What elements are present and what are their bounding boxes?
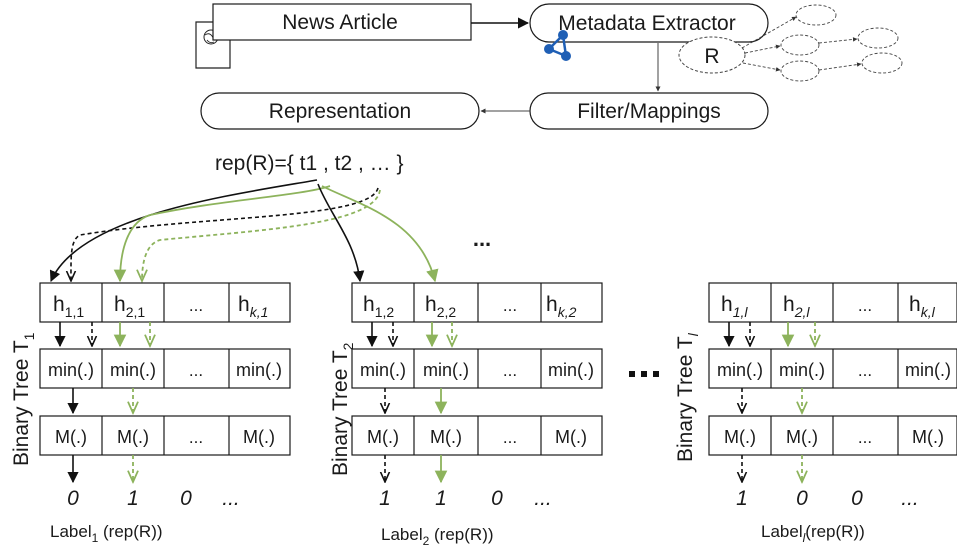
min-cell: ... [858, 361, 872, 380]
network-icon [544, 30, 571, 61]
tree-2: Binary Tree T2 h1,2 h2,2 ... hk,2 min(.)… [329, 282, 603, 548]
news-article-box [212, 3, 472, 41]
h-cell: hk,l [909, 293, 936, 320]
h-cell: ... [189, 296, 203, 315]
h-cell: ... [858, 296, 872, 315]
representation-label: Representation [269, 100, 411, 123]
tree-title: Binary Tree T1 [10, 332, 37, 466]
output-value: 0 [67, 487, 79, 510]
h-row [351, 282, 603, 323]
output-value: 1 [379, 487, 391, 510]
tree-flow-arrows [723, 322, 815, 482]
output-value: 0 [851, 487, 863, 510]
min-cell: ... [189, 361, 203, 380]
tree-1: Binary Tree T1 h1,1 h2,1 ... hk,1 min(.)… [10, 282, 291, 545]
label-caption: Label1 (rep(R)) [50, 522, 163, 545]
m-row [351, 415, 603, 456]
min-cell: min(.) [236, 360, 282, 380]
tree-title: Binary Tree T2 [329, 342, 356, 476]
min-cell: min(.) [110, 360, 156, 380]
m-cell: M(.) [430, 427, 462, 447]
news-article-label: News Article [282, 11, 398, 34]
min-cell: min(.) [360, 360, 406, 380]
min-cell: min(.) [779, 360, 825, 380]
r-node-label: R [704, 45, 719, 68]
output-value: 1 [127, 487, 139, 510]
min-cell: min(.) [423, 360, 469, 380]
min-cell: min(.) [905, 360, 951, 380]
output-value: 0 [180, 487, 192, 510]
r-graph [678, 4, 903, 82]
tree-flow-arrows [366, 322, 452, 484]
m-cell: M(.) [243, 427, 275, 447]
min-cell: min(.) [548, 360, 594, 380]
h-cell: h2,l [783, 293, 810, 320]
m-cell: M(.) [55, 427, 87, 447]
m-cell: M(.) [117, 427, 149, 447]
output-value: 1 [435, 487, 447, 510]
min-row [39, 348, 291, 389]
label-caption: Labell(rep(R)) [761, 522, 865, 545]
tree-l: Binary Tree Tl h1,l h2,l ... hk,l min(.)… [674, 282, 957, 545]
min-row [351, 348, 603, 389]
h-cell: hk,2 [546, 293, 577, 320]
metadata-extractor-box [529, 3, 769, 43]
h-cell: h1,2 [363, 293, 394, 320]
output-value: 1 [736, 487, 748, 510]
min-cell: min(.) [717, 360, 763, 380]
rep-to-tree-arrows [49, 179, 439, 281]
output-value: ... [901, 487, 919, 510]
m-cell: M(.) [912, 427, 944, 447]
m-cell: M(.) [555, 427, 587, 447]
m-cell: ... [189, 428, 203, 447]
tree-title: Binary Tree Tl [674, 332, 701, 462]
h-cell: h2,2 [425, 293, 456, 320]
h-row [39, 282, 291, 323]
metadata-extractor-label: Metadata Extractor [558, 12, 735, 35]
m-cell: M(.) [367, 427, 399, 447]
rep-formula: rep(R)={ t1 , t2 , … } [215, 152, 404, 175]
output-value: ... [222, 487, 240, 510]
h-cell: h1,1 [53, 293, 84, 320]
tree-separator-dots [629, 371, 659, 377]
output-value: 0 [491, 487, 503, 510]
m-cell: M(.) [786, 427, 818, 447]
output-value: 0 [796, 487, 808, 510]
min-cell: ... [503, 361, 517, 380]
m-cell: M(.) [724, 427, 756, 447]
h-cell: hk,1 [238, 293, 268, 320]
label-caption: Label2 (rep(R)) [381, 525, 494, 548]
representation-box [200, 92, 480, 130]
output-value: ... [534, 487, 552, 510]
m-cell: ... [503, 428, 517, 447]
between-tree-dots: ... [473, 226, 491, 251]
h-cell: ... [503, 296, 517, 315]
m-row [39, 415, 291, 456]
tree-flow-arrows [54, 322, 150, 482]
min-cell: min(.) [48, 360, 94, 380]
h-cell: h1,l [721, 293, 748, 320]
h-cell: h2,1 [114, 293, 145, 320]
m-cell: ... [858, 428, 872, 447]
filter-mappings-label: Filter/Mappings [577, 100, 721, 123]
